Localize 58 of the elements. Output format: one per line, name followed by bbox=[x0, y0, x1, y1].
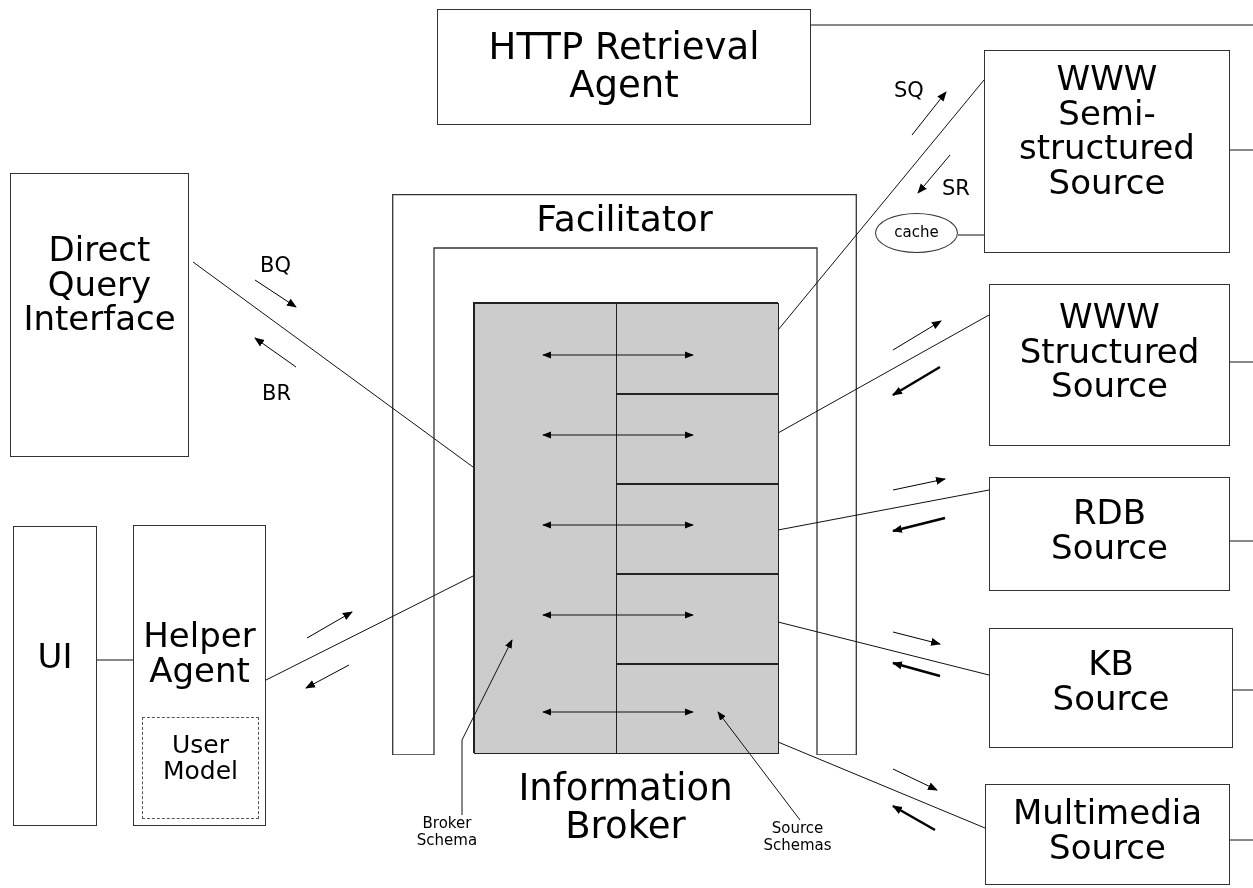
connector-line bbox=[777, 621, 990, 676]
source-box bbox=[989, 284, 1230, 446]
node-label: UI bbox=[37, 639, 73, 674]
leader-line bbox=[461, 639, 513, 816]
double-arrow bbox=[542, 611, 694, 619]
flow-label: SR bbox=[942, 178, 970, 199]
connector-line bbox=[1229, 361, 1253, 363]
node-label: Information Broker bbox=[517, 769, 734, 845]
node-label: WWW Structured Source bbox=[1018, 299, 1201, 403]
connector-line bbox=[1229, 839, 1253, 841]
source-box bbox=[989, 628, 1233, 748]
connector-line bbox=[777, 741, 986, 829]
node-label: Multimedia Source bbox=[1012, 795, 1203, 865]
connector-line bbox=[1229, 540, 1253, 542]
connector-line bbox=[810, 24, 1253, 26]
ui-box bbox=[13, 526, 97, 826]
interface-box bbox=[10, 173, 189, 457]
node-label: KB Source bbox=[1051, 646, 1171, 716]
connector-line bbox=[265, 575, 474, 681]
broker-schema-column bbox=[474, 303, 617, 754]
connector-line bbox=[1232, 689, 1253, 691]
double-arrow bbox=[542, 708, 694, 716]
flow-label: BQ bbox=[260, 255, 291, 276]
source-schema-cell bbox=[616, 394, 779, 484]
cache-ellipse bbox=[875, 213, 958, 253]
agent-box bbox=[437, 9, 811, 125]
flow-label: SQ bbox=[894, 80, 924, 101]
model-box bbox=[142, 717, 259, 819]
connector-line bbox=[777, 79, 985, 331]
node-label: Facilitator bbox=[536, 201, 713, 238]
connector-line bbox=[96, 659, 134, 661]
double-arrow bbox=[542, 521, 694, 529]
double-arrow bbox=[542, 351, 694, 359]
source-schema-cell bbox=[616, 484, 779, 574]
source-box bbox=[989, 477, 1230, 591]
source-schema-cell bbox=[616, 574, 779, 664]
node-label: HTTP Retrieval Agent bbox=[487, 28, 761, 104]
callout-label: Source Schemas bbox=[745, 820, 850, 864]
source-schema-cell bbox=[616, 303, 779, 394]
connector-line bbox=[192, 261, 474, 468]
connector-line bbox=[1229, 149, 1253, 151]
connector-line bbox=[777, 314, 990, 434]
node-label: cache bbox=[894, 225, 939, 241]
source-box bbox=[984, 50, 1230, 253]
connector-line bbox=[777, 489, 990, 531]
source-box bbox=[985, 784, 1230, 885]
node-label: Direct Query Interface bbox=[22, 232, 177, 336]
double-arrow bbox=[542, 431, 694, 439]
leader-line bbox=[717, 711, 801, 821]
flow-label: BR bbox=[262, 383, 291, 404]
connector-line bbox=[957, 234, 985, 236]
node-label: WWW Semi-structured Source bbox=[1018, 61, 1196, 200]
node-label: Helper Agent bbox=[142, 618, 257, 688]
callout-label: Broker Schema bbox=[405, 815, 489, 859]
node-label: User Model bbox=[161, 732, 240, 783]
source-schema-cell bbox=[616, 664, 779, 754]
node-label: RDB Source bbox=[1050, 495, 1169, 565]
agent-box bbox=[133, 525, 266, 826]
